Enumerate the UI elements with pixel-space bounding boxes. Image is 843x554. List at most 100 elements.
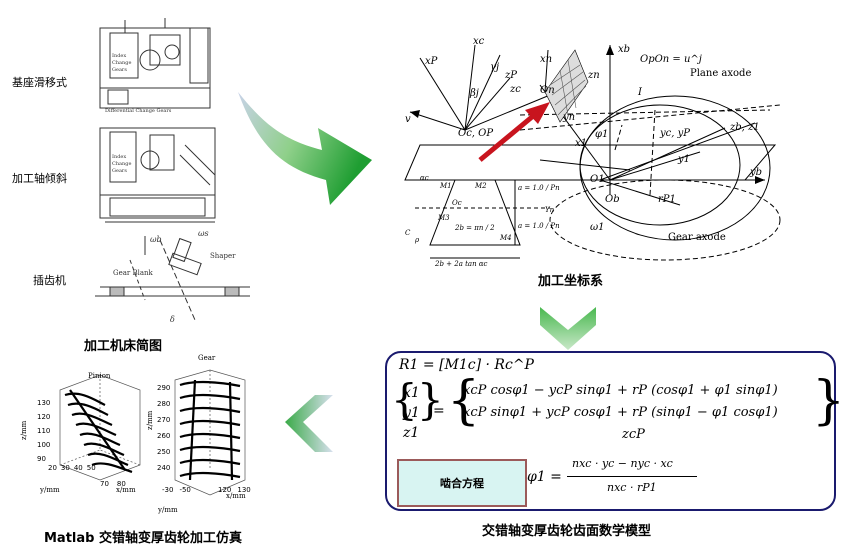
- rack-alpha: αc: [420, 174, 429, 182]
- label-zc: zc: [509, 84, 521, 95]
- pinion-zticks: 130 120 110 100 90: [37, 396, 50, 466]
- pinion-ztick: 110: [37, 427, 51, 435]
- rhs-row-1: xcP cosφ1 − ycP sinφ1 + rP (cosφ1 + φ1 s…: [463, 383, 778, 398]
- pinion-ytick: 50: [86, 464, 96, 472]
- pinion-ztick: 130: [37, 399, 51, 407]
- machine-caption: 加工机床简图: [84, 339, 163, 354]
- equation-r1: R1 = [M1c] · Rc^P: [399, 357, 534, 373]
- svg-text:Gears: Gears: [112, 168, 127, 174]
- pinion-ytick: 30: [60, 464, 70, 472]
- svg-text:Index: Index: [112, 154, 126, 160]
- svg-text:Gears: Gears: [112, 67, 127, 73]
- label-yn: yn: [562, 112, 575, 123]
- fraction-line: [567, 476, 697, 477]
- equals-sign: =: [433, 403, 445, 419]
- gear-ytick: -30: [162, 486, 174, 494]
- gear-ztick: 290: [157, 384, 171, 392]
- rack-b: 2b = πn / 2: [454, 224, 495, 232]
- machine-label-1: 基座滑移式: [12, 76, 67, 89]
- equation-lhs-brace: {: [391, 375, 418, 424]
- pinion-xticks: 70 80: [100, 480, 126, 488]
- gear-ztick: 250: [157, 448, 171, 456]
- label-xp: xP: [425, 56, 438, 67]
- gear-ztick: 240: [157, 464, 171, 472]
- simulation-panel: Pinion Gear z/mm y/mm x/mm z/mm y/mm x/m…: [0, 350, 280, 520]
- pinion-xtick: 80: [116, 480, 126, 488]
- label-yc-yp: yc, yP: [659, 128, 690, 139]
- equation-rhs-brace-right: }: [812, 371, 843, 431]
- pinion-ztick: 100: [37, 441, 51, 449]
- machine-drawings: Index Change Gears Differential Change G…: [95, 18, 250, 324]
- svg-text:δ: δ: [170, 315, 175, 324]
- lhs-z1: z1: [403, 425, 420, 441]
- phi-numerator: nxc · yc − nyc · xc: [572, 457, 673, 470]
- gear-zticks: 290 280 270 260 250 240: [157, 380, 170, 476]
- label-yb: yb: [749, 167, 762, 178]
- gear-ylabel: y/mm: [157, 506, 178, 514]
- label-beta: βj: [469, 88, 479, 99]
- coords-caption: 加工坐标系: [538, 274, 604, 289]
- label-ob: Ob: [605, 194, 620, 205]
- gear-ztick: 260: [157, 432, 171, 440]
- curved-arrow-right: [238, 92, 372, 205]
- rack-a1: a = 1.0 / Pn: [518, 184, 560, 192]
- label-zp: zP: [504, 70, 517, 81]
- svg-text:ωs: ωs: [198, 229, 209, 238]
- gear-ztick: 280: [157, 400, 171, 408]
- chevron-down-icon: [540, 307, 596, 350]
- rack-oc: Oc: [452, 199, 462, 207]
- svg-text:ωb: ωb: [150, 235, 162, 244]
- math-model-box: R1 = [M1c] · Rc^P { x1 y1 z1 } = { xcP c…: [385, 351, 843, 511]
- label-x1: x1: [575, 138, 587, 149]
- svg-text:Change: Change: [112, 60, 131, 66]
- label-plane-axode: Plane axode: [690, 68, 751, 79]
- phi-eq-lhs: φ1 =: [527, 469, 562, 485]
- chevron-left-icon: [285, 395, 333, 452]
- lhs-y1: y1: [403, 405, 420, 421]
- rack-m2: M2: [474, 182, 487, 190]
- label-on: On: [540, 85, 555, 96]
- gear-xtick: 130: [237, 486, 251, 494]
- label-omega1: ω1: [590, 222, 605, 233]
- label-phi1: φ1: [595, 129, 608, 140]
- simulation-plots: Pinion Gear z/mm y/mm x/mm z/mm y/mm x/m…: [20, 354, 246, 514]
- label-xn: xn: [540, 54, 552, 65]
- svg-text:Gear Blank: Gear Blank: [113, 269, 154, 277]
- svg-text:Shaper: Shaper: [210, 252, 236, 260]
- label-xc: xc: [473, 36, 485, 47]
- rack-c: C: [405, 229, 411, 237]
- pinion-ytick: 40: [73, 464, 83, 472]
- gear-ytick: -50: [179, 486, 191, 494]
- label-zb-z1: zb, z1: [729, 122, 760, 133]
- model-caption: 交错轴变厚齿轮齿面数学模型: [482, 524, 652, 539]
- gear-yticks: -30 -50: [162, 486, 191, 494]
- label-zn: zn: [587, 70, 600, 81]
- label-v: v: [405, 114, 411, 125]
- pinion-ytick: 20: [48, 464, 57, 472]
- coordinate-diagram: xP xc xn xb OpOn = u^j Plane axode zP zc…: [400, 30, 830, 270]
- label-rp1: rP1: [658, 194, 676, 205]
- label-i: I: [637, 87, 643, 98]
- label-gamma: γj: [490, 62, 499, 73]
- machine-label-3: 插齿机: [33, 274, 66, 287]
- phi-denominator: nxc · rP1: [607, 481, 657, 494]
- rhs-row-2: xcP sinφ1 + ycP cosφ1 + rP (sinφ1 − φ1 c…: [463, 405, 778, 420]
- label-gear-axode: Gear axode: [668, 232, 726, 243]
- equation-lhs-brace-right: }: [417, 375, 444, 424]
- svg-text:Differential Change Gears: Differential Change Gears: [105, 108, 172, 114]
- mesh-equation-label: 啮合方程: [397, 459, 527, 507]
- rack-bottom: 2b + 2a tan αc: [434, 260, 488, 268]
- label-o1: O1: [590, 174, 605, 185]
- pinion-ztick: 90: [37, 455, 46, 463]
- gear-ztick: 270: [157, 416, 171, 424]
- machine-panel: Index Change Gears Differential Change G…: [0, 0, 280, 340]
- gear-xticks: 120 130: [218, 486, 251, 494]
- pinion-ztick: 120: [37, 413, 51, 421]
- pinion-xtick: 70: [100, 480, 109, 488]
- pinion-ylabel: y/mm: [39, 486, 60, 494]
- pinion-teeth: [64, 389, 133, 474]
- machine-label-2: 加工轴倾斜: [12, 172, 67, 185]
- rack-m3: M3: [437, 214, 450, 222]
- coordinate-diagram-drawing: xP xc xn xb OpOn = u^j Plane axode zP zc…: [404, 36, 781, 268]
